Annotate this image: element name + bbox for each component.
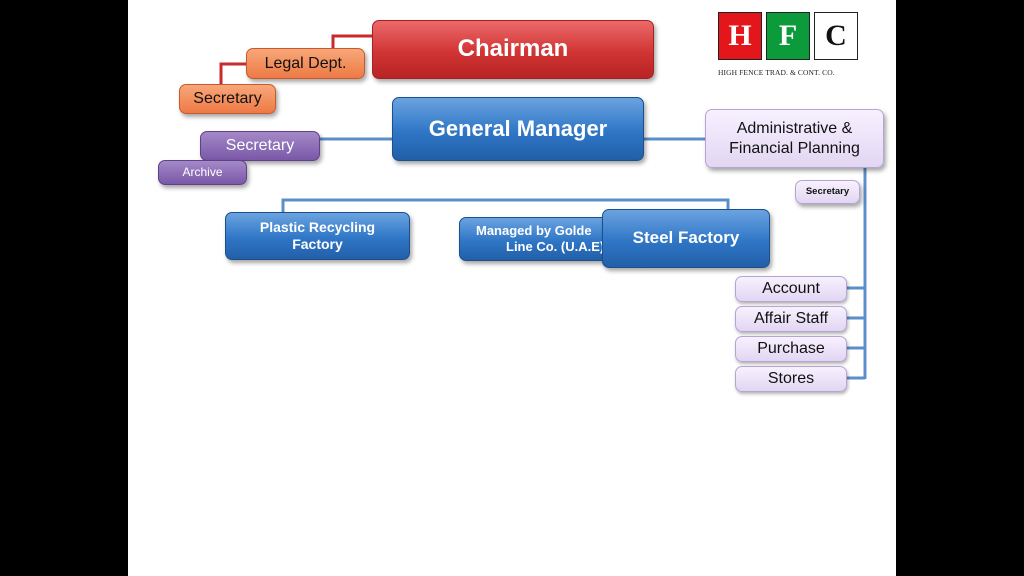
steel-factory-node: Steel Factory bbox=[602, 209, 770, 268]
stores-node: Stores bbox=[735, 366, 847, 392]
gm-secretary-node: Secretary bbox=[200, 131, 320, 161]
plastic-recycling-node: Plastic Recycling Factory bbox=[225, 212, 410, 260]
archive-node: Archive bbox=[158, 160, 247, 185]
plastic-recycling-label-line1: Plastic Recycling bbox=[259, 219, 376, 236]
archive-label: Archive bbox=[182, 165, 223, 180]
golden-line-label-line1: Managed by Golde bbox=[476, 223, 592, 239]
connector-lines bbox=[212, 34, 867, 380]
admin-secretary-label: Secretary bbox=[805, 186, 850, 198]
chairman-legal-connector bbox=[331, 34, 372, 49]
account-node: Account bbox=[735, 276, 847, 302]
stores-label: Stores bbox=[767, 370, 815, 388]
affair-staff-label: Affair Staff bbox=[753, 310, 829, 328]
logo-letter-f: F bbox=[766, 12, 810, 60]
affair-staff-node: Affair Staff bbox=[735, 306, 847, 332]
admin-planning-node: Administrative & Financial Planning bbox=[705, 109, 884, 168]
logo-caption: HIGH FENCE TRAD. & CONT. CO. bbox=[718, 68, 835, 77]
logo-letter-h: H bbox=[718, 12, 762, 60]
general-manager-label: General Manager bbox=[428, 115, 608, 141]
purchase-node: Purchase bbox=[735, 336, 847, 362]
gm-secretary-label: Secretary bbox=[225, 137, 295, 155]
admin-planning-label-line2: Financial Planning bbox=[729, 139, 860, 157]
chairman-secretary-node: Secretary bbox=[179, 84, 276, 114]
chairman-label: Chairman bbox=[457, 35, 569, 63]
golden-line-label-line2: Line Co. (U.A.E) bbox=[506, 239, 605, 254]
logo-letter-c: C bbox=[814, 12, 858, 60]
hfc-logo: H F C HIGH FENCE TRAD. & CONT. CO. bbox=[718, 12, 868, 82]
factories-bus-connector bbox=[281, 198, 730, 213]
org-chart-slide: Chairman Legal Dept. Secretary General M… bbox=[128, 0, 896, 576]
legal-dept-node: Legal Dept. bbox=[246, 48, 365, 79]
legal-secretary-connector bbox=[219, 62, 248, 86]
plastic-recycling-label-line2: Factory bbox=[292, 236, 343, 252]
steel-factory-label: Steel Factory bbox=[632, 228, 740, 248]
chairman-secretary-label: Secretary bbox=[193, 90, 262, 108]
admin-secretary-node: Secretary bbox=[795, 180, 860, 204]
general-manager-node: General Manager bbox=[392, 97, 644, 161]
chairman-node: Chairman bbox=[372, 20, 654, 79]
purchase-label: Purchase bbox=[757, 340, 825, 358]
admin-planning-label-line1: Administrative & bbox=[736, 120, 853, 138]
legal-dept-label: Legal Dept. bbox=[264, 54, 347, 72]
account-label: Account bbox=[762, 280, 820, 298]
